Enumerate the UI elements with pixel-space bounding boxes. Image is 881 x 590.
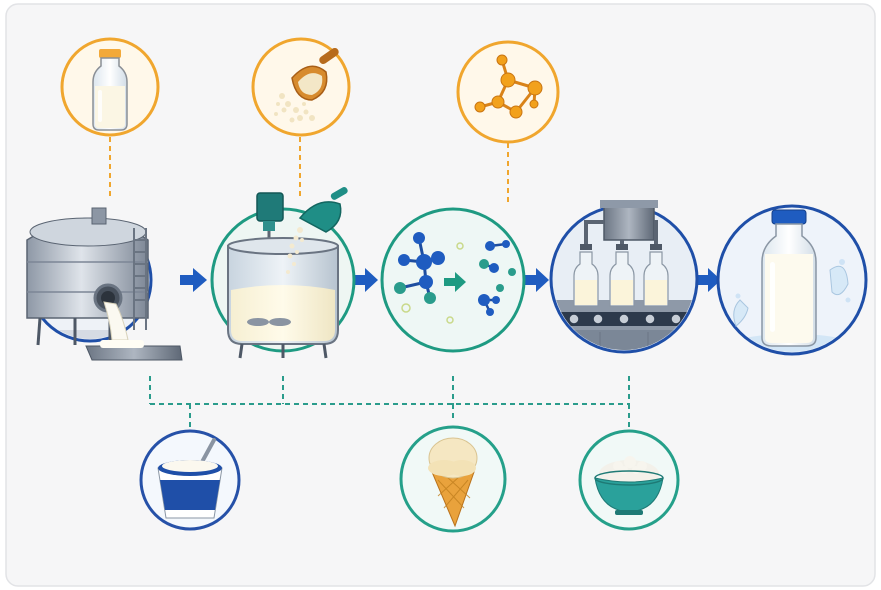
output-yogurt-cup [139,429,241,531]
ice-cream-icon [428,437,478,528]
molecule-conversion-icon [394,232,516,324]
flow-arrows [180,268,721,292]
stage-molecular-conversion [380,207,526,353]
input-connectors [109,137,509,206]
output-powder-bowl [578,429,680,531]
input-enzyme-molecule [456,40,560,144]
mixer-icon [227,187,348,359]
stage-storage-silo [26,207,183,361]
silo-tank-icon [26,207,183,361]
flow-arrow-icon [697,268,721,292]
molecule-icon [474,54,543,119]
input-powder-scoop [251,37,351,137]
milk-bottles-row [573,251,669,307]
milk-bottle-splash-icon [733,209,851,352]
stage-bottling-line [549,200,699,354]
input-milk-bottle [60,37,160,137]
filler-head-icon [580,200,662,250]
flow-arrow-icon [354,268,378,292]
stage-finished-milk [716,204,868,356]
yogurt-icon [157,438,223,519]
output-connectors [149,376,630,430]
milk-bottle-icon [92,49,128,131]
stage-mixing-tank [210,187,356,359]
powder-bowl-icon [594,456,664,515]
scoop-icon [274,47,339,123]
output-ice-cream-cone [399,425,507,533]
flow-arrow-icon [180,268,207,292]
flow-arrow-icon [525,268,549,292]
